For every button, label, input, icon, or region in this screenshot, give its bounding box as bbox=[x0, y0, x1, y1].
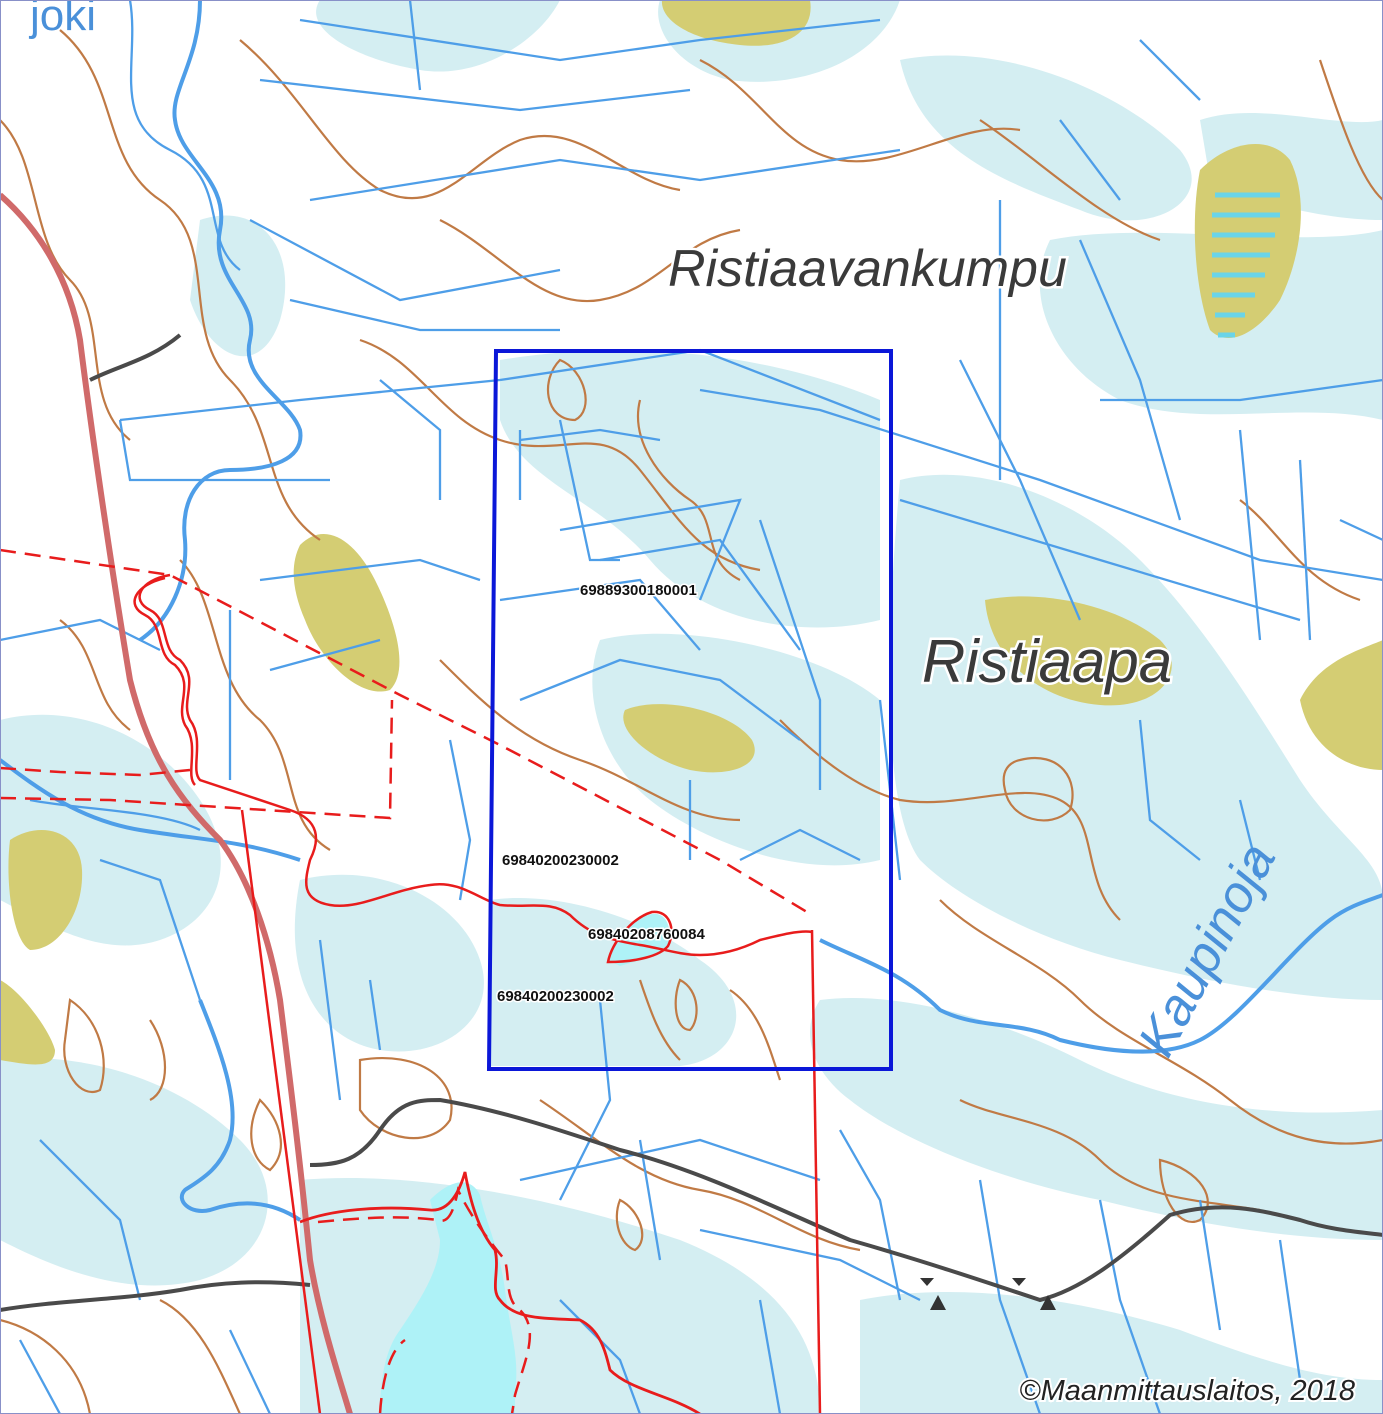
parcel-id-label: 69840200230002 bbox=[497, 988, 614, 1005]
place-name-ristiaapa: Ristiaapa bbox=[922, 628, 1172, 695]
copyright-notice: ©Maanmittauslaitos, 2018 bbox=[1019, 1375, 1355, 1407]
wet-field-hatch bbox=[1212, 192, 1280, 338]
protected-area-boundaries bbox=[0, 548, 822, 1414]
minor-roads bbox=[0, 333, 1383, 1312]
river-name-fragment: joki bbox=[28, 0, 96, 40]
main-road bbox=[0, 192, 353, 1414]
lake bbox=[380, 1182, 517, 1414]
selection-rectangle[interactable] bbox=[486, 349, 893, 1071]
parcel-id-label: 69840208760084 bbox=[588, 926, 705, 943]
elevation-markers bbox=[920, 1278, 1056, 1310]
place-name-ristiaavankumpu: Ristiaavankumpu bbox=[668, 240, 1067, 298]
main-river bbox=[0, 0, 1383, 1222]
parcel-id-label: 69840200230002 bbox=[502, 852, 619, 869]
parcel-id-label: 69889300180001 bbox=[580, 582, 697, 599]
pond bbox=[608, 913, 670, 966]
